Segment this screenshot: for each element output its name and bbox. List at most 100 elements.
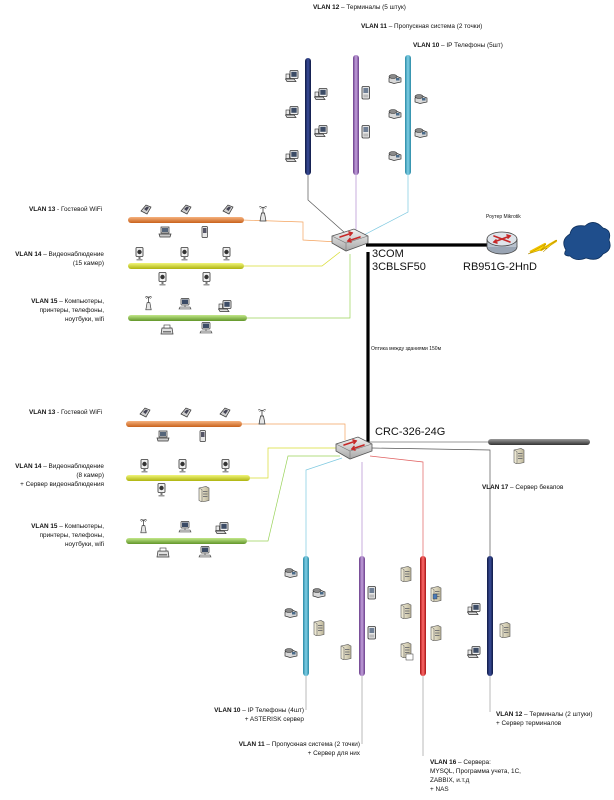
asterisk-server-icon	[313, 620, 325, 636]
backup-server-icon	[513, 448, 525, 464]
top-switch-label: 3COM 3CBLSF50	[372, 248, 426, 273]
router-caption: Роутер Mikrotik	[486, 214, 521, 220]
printer-icon	[156, 547, 170, 558]
label-bottom-vlan11: VLAN 11 – Пропускная система (2 точки) +…	[238, 741, 360, 757]
ip-phone-icon	[284, 648, 298, 658]
nas-disk-icon	[405, 653, 414, 661]
ip-phone-icon	[388, 109, 402, 119]
wifi-access-point-icon	[139, 519, 148, 534]
bus-top-vlan12	[305, 58, 311, 175]
bottom-vlan15-devices	[139, 519, 229, 558]
video-server-icon	[198, 486, 210, 502]
pda-icon	[222, 204, 234, 215]
bottom-vlan16-devices	[400, 566, 442, 661]
camera-icon	[158, 272, 167, 286]
label-top-vlan15: VLAN 15 – Компьютеры, принтеры, телефоны…	[31, 298, 104, 323]
terminal-icon	[467, 603, 481, 615]
terminal-icon	[285, 70, 299, 82]
computer-icon	[199, 322, 213, 334]
laptop-icon	[158, 226, 172, 238]
access-server-icon	[340, 644, 352, 660]
mobile-phone-icon	[199, 430, 206, 442]
mobile-phone-icon	[201, 226, 208, 238]
pda-icon	[139, 407, 151, 418]
camera-icon	[180, 247, 189, 261]
bus-bottom-vlan17	[488, 439, 590, 445]
ip-phone-icon	[284, 608, 298, 618]
top-vlan11-devices	[361, 86, 370, 139]
label-bottom-vlan10: VLAN 10 – IP Телефоны (4шт) + ASTERISK с…	[214, 707, 304, 723]
ip-phone-icon	[414, 128, 428, 138]
camera-icon	[140, 459, 149, 473]
fiber-label: Оптика между зданиями 150м	[371, 346, 442, 352]
bus-top-vlan10	[405, 55, 411, 175]
camera-icon	[202, 272, 211, 286]
cable-top-vlan14	[244, 251, 341, 267]
pda-icon	[140, 204, 152, 215]
label-bottom-vlan14: VLAN 14 – Видеонаблюдение (8 камер) + Се…	[15, 463, 104, 488]
pda-icon	[219, 407, 231, 418]
label-top-vlan12: VLAN 12 – Терминалы (5 штук)	[313, 4, 406, 11]
server-icon	[430, 625, 442, 641]
ip-phone-icon	[388, 74, 402, 84]
cable-top-vlan13	[241, 219, 339, 243]
bus-top-vlan14	[128, 263, 244, 269]
router-model-label: RB951G-2HnD	[463, 261, 537, 273]
terminal-icon	[285, 106, 299, 118]
camera-icon	[178, 459, 187, 473]
nas-indicator-icon	[432, 593, 438, 600]
bottom-switch-label: CRC-326-24G	[375, 426, 446, 438]
camera-icon	[135, 247, 144, 261]
label-top-vlan13: VLAN 13 - Гостевой WiFi	[29, 206, 103, 213]
wifi-access-point-icon	[257, 409, 267, 425]
cable-top-vlan12	[307, 175, 346, 234]
access-reader-icon	[361, 125, 370, 139]
bus-bottom-vlan11	[359, 556, 365, 676]
cable-top-vlan10	[361, 175, 409, 237]
camera-icon	[222, 247, 231, 261]
printer-icon	[160, 324, 174, 335]
bus-bottom-vlan12	[487, 556, 493, 676]
bus-bottom-vlan10	[303, 556, 309, 676]
bottom-vlan11-devices	[340, 586, 376, 660]
camera-icon	[157, 483, 166, 497]
top-vlan15-devices	[144, 296, 232, 335]
bus-bottom-vlan16	[420, 556, 426, 676]
terminal-icon	[314, 125, 328, 137]
computer-icon	[178, 298, 192, 310]
cable-bottom-vlan15	[247, 455, 340, 542]
wifi-access-point-icon	[258, 206, 268, 222]
server-icon	[400, 603, 412, 619]
label-top-vlan10: VLAN 10 – IP Телефоны (5шт)	[413, 42, 503, 49]
cable-bottom-vlan10	[305, 457, 343, 556]
laptop-icon	[156, 430, 170, 442]
computer-icon	[178, 521, 192, 533]
access-reader-icon	[361, 86, 370, 100]
bus-bottom-vlan15	[126, 538, 247, 544]
bus-top-vlan11	[353, 55, 359, 175]
label-bottom-vlan17: VLAN 17 – Сервер бекапов	[482, 484, 564, 491]
lightning-icon-fill	[527, 239, 558, 255]
terminal-icon	[218, 300, 232, 312]
cable-bottom-vlan12	[371, 447, 491, 556]
label-bottom-vlan15: VLAN 15 – Компьютеры, принтеры, телефоны…	[31, 523, 104, 548]
terminal-icon	[467, 646, 481, 658]
terminal-icon	[215, 522, 229, 534]
label-top-vlan14: VLAN 14 – Видеонаблюдение (15 камер)	[15, 251, 104, 267]
cable-bottom-vlan16	[369, 455, 424, 556]
pda-icon	[180, 204, 192, 215]
cable-bottom-vlan13	[242, 423, 346, 440]
ip-phone-icon	[312, 588, 326, 598]
internet-cloud-icon	[563, 222, 611, 260]
label-bottom-vlan16: VLAN 16 – Сервера: MYSQL, Программа учет…	[430, 759, 521, 793]
label-bottom-vlan12: VLAN 12 – Терминалы (2 штуки) + Сервер т…	[496, 711, 593, 727]
ip-phone-icon	[414, 94, 428, 104]
computer-icon	[198, 546, 212, 558]
bus-top-vlan15	[128, 315, 247, 321]
wifi-access-point-icon	[144, 296, 153, 311]
label-top-vlan11: VLAN 11 – Пропускная система (2 точки)	[361, 23, 483, 30]
access-reader-icon	[367, 626, 376, 640]
router-icon	[486, 231, 518, 255]
camera-icon	[221, 459, 230, 473]
